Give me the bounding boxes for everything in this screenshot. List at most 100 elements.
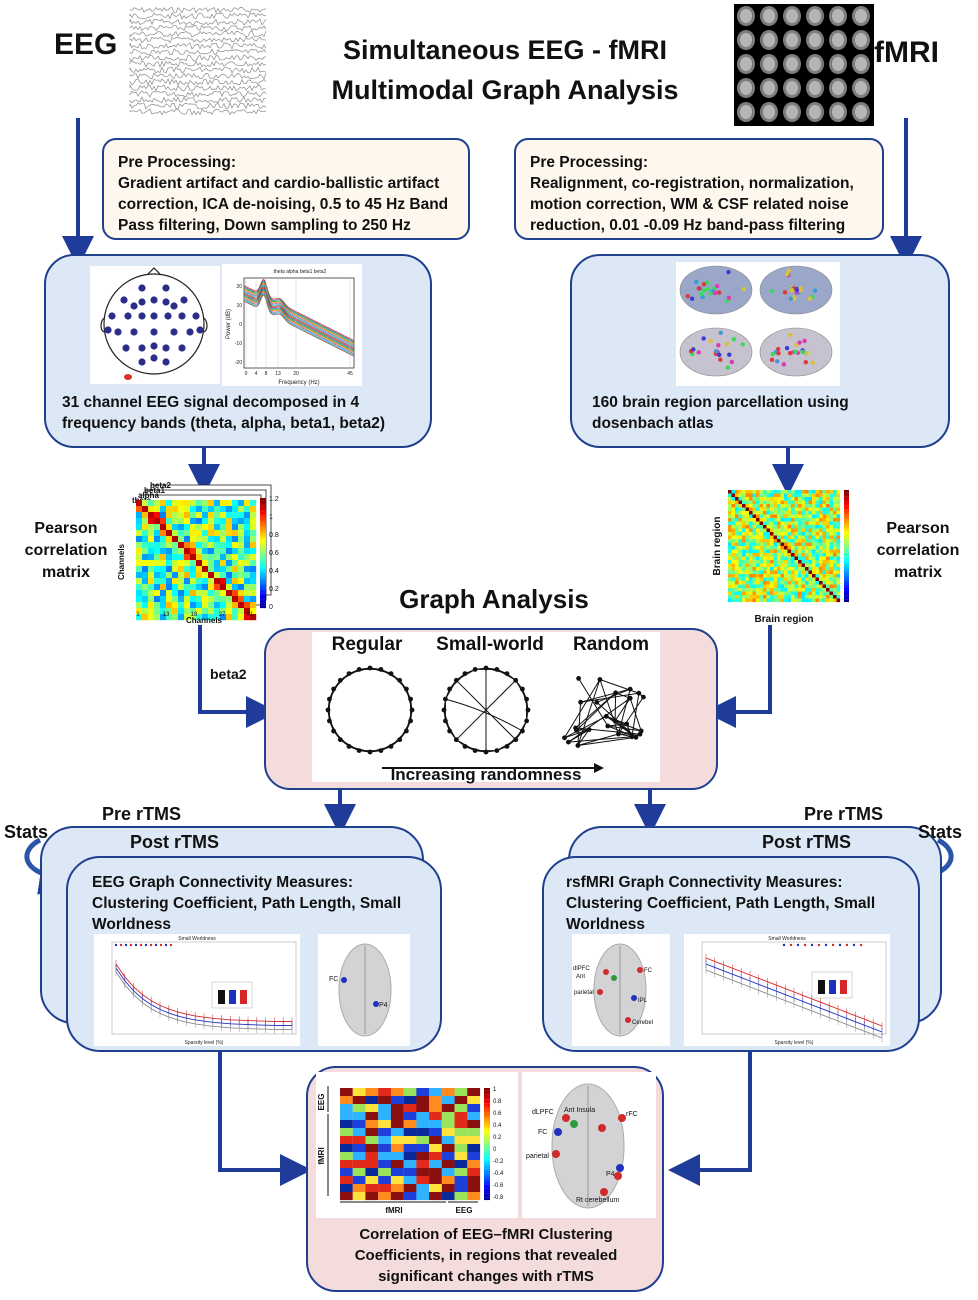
fmri-parcellation-image — [676, 262, 840, 386]
svg-text:0: 0 — [269, 604, 273, 611]
fmri-brain-label-ant: Ant — [576, 974, 585, 980]
fmri-brain-topview: dlPFC Ant FC parietal IPL Cerebel — [572, 934, 670, 1046]
eeg-matrix-ylabel: Channels — [117, 543, 126, 580]
fmri-signal-caption: 160 brain region parcellation using dose… — [592, 394, 849, 432]
network-label-small-world: Small-world — [436, 634, 544, 655]
svg-text:0.6: 0.6 — [269, 550, 279, 557]
fmri-stats-label: Stats — [918, 822, 963, 842]
eeg-plot-xlabel: Sparsity level (%) — [185, 1040, 224, 1046]
network-diagrams — [325, 665, 646, 773]
svg-text:31: 31 — [247, 612, 254, 618]
svg-text:-0.6: -0.6 — [493, 1183, 504, 1189]
eeg-preprocessing-box: Pre Processing: Gradient artifact and ca… — [102, 138, 470, 240]
eeg-small-world-plot: Small Worldness Sparsity level (%) — [94, 934, 300, 1046]
fmri-preprocessing-text: Realignment, co-registration, normalizat… — [530, 175, 854, 234]
corr-brain-label-rt-cerebellum: Rt cerebellum — [576, 1197, 619, 1204]
svg-text:4: 4 — [255, 371, 258, 377]
page-title: Simultaneous EEG - fMRI Multimodal Graph… — [300, 30, 710, 110]
svg-text:beta1: beta1 — [144, 486, 165, 495]
corr-brain-label-dlpfc: dLPFC — [532, 1109, 554, 1116]
svg-text:0.8: 0.8 — [269, 532, 279, 539]
svg-text:-10: -10 — [235, 341, 242, 347]
title-line-2: Multimodal Graph Analysis — [331, 75, 679, 105]
svg-text:27: 27 — [219, 612, 226, 618]
svg-text:20: 20 — [236, 284, 242, 290]
corr-brain-label-parietal: parietal — [526, 1153, 549, 1160]
svg-text:-0.8: -0.8 — [493, 1195, 504, 1201]
svg-text:20: 20 — [293, 371, 299, 377]
title-line-1: Simultaneous EEG - fMRI — [342, 35, 668, 65]
fmri-matrix-label: Pearson correlation matrix — [876, 520, 960, 581]
svg-text:13: 13 — [275, 371, 281, 377]
eeg-brain-topview: FC P4 — [318, 934, 410, 1046]
eeg-pre-rtms-label: Pre rTMS — [102, 804, 182, 824]
eeg-stats-label: Stats — [4, 822, 49, 842]
spectrum-xlabel: Frequency (Hz) — [278, 380, 319, 386]
eeg-results-caption: EEG Graph Connectivity Measures: Cluster… — [92, 874, 402, 933]
randomness-label: Increasing randomness — [390, 765, 582, 784]
corr-brain-label-ant-insula: Ant Insula — [564, 1107, 595, 1114]
svg-text:0.4: 0.4 — [269, 568, 279, 575]
svg-text:-0.4: -0.4 — [493, 1171, 504, 1177]
eeg-post-rtms-label: Post rTMS — [130, 832, 220, 852]
eeg-label: EEG — [54, 28, 118, 61]
graph-analysis-title: Graph Analysis — [399, 584, 589, 614]
fmri-brain-label-cerebel: Cerebel — [632, 1020, 653, 1026]
svg-text:beta2: beta2 — [150, 481, 171, 490]
fmri-brain-label-parietal: parietal — [574, 990, 594, 996]
fmri-brain-label-dlpfc: dlPFC — [573, 966, 590, 972]
fmri-preprocessing-heading: Pre Processing: — [530, 154, 649, 171]
eeg-fmri-correlation-matrix: 10.80.60.40.20-0.2-0.4-0.6-0.8 EEG fMRI … — [316, 1072, 518, 1218]
svg-text:0: 0 — [245, 371, 248, 377]
eeg-brain-label-fc: FC — [329, 976, 338, 983]
svg-text:13: 13 — [163, 612, 170, 618]
svg-text:0.4: 0.4 — [493, 1123, 502, 1129]
eeg-spectrum-plot: theta alpha beta1 beta2 Power (dB) Frequ… — [222, 264, 362, 386]
corr-brain-label-rfc: rFC — [626, 1111, 638, 1118]
eeg-scalp-map — [90, 266, 220, 384]
corr-brain-label-p4: P4 — [606, 1171, 615, 1178]
eeg-correlation-matrix: beta2beta1alphatheta 1.210.80.60.40.20 1… — [117, 481, 279, 625]
svg-text:-20: -20 — [235, 360, 242, 366]
eeg-trace-image — [129, 6, 267, 116]
eeg-matrix-label: Pearson correlation matrix — [24, 520, 108, 581]
corr-brain-label-fc: FC — [538, 1129, 547, 1136]
eeg-preprocessing-text: Gradient artifact and cardio-ballistic a… — [118, 175, 449, 234]
corr-col-label-eeg: EEG — [456, 1206, 473, 1215]
svg-text:0.2: 0.2 — [269, 586, 279, 593]
spectrum-title: theta alpha beta1 beta2 — [274, 269, 327, 275]
svg-text:1.2: 1.2 — [269, 496, 279, 503]
svg-text:10: 10 — [236, 303, 242, 309]
svg-text:1: 1 — [493, 1087, 497, 1093]
fmri-correlation-matrix: Brain region Brain region — [712, 490, 849, 625]
spectrum-ylabel: Power (dB) — [226, 309, 232, 339]
svg-text:8: 8 — [265, 371, 268, 377]
fmri-slices-image — [734, 4, 874, 126]
eeg-matrix-xlabel: Channels — [186, 616, 223, 625]
svg-text:1: 1 — [269, 514, 273, 521]
network-label-random: Random — [573, 634, 649, 655]
fmri-plot-title: Small Worldness — [768, 936, 806, 942]
svg-text:alpha: alpha — [138, 491, 159, 500]
fmri-pre-rtms-label: Pre rTMS — [804, 804, 884, 824]
fmri-matrix-ylabel: Brain region — [712, 517, 723, 576]
fmri-brain-label-ipl: IPL — [638, 998, 648, 1004]
network-label-regular: Regular — [331, 634, 403, 655]
svg-text:0.2: 0.2 — [493, 1135, 502, 1141]
eeg-plot-title: Small Worldness — [178, 936, 216, 942]
correlation-brain-topview: dLPFC Ant Insula rFC FC parietal P4 Rt c… — [522, 1072, 656, 1218]
svg-text:0.6: 0.6 — [493, 1111, 502, 1117]
eeg-preprocessing-heading: Pre Processing: — [118, 154, 237, 171]
svg-text:-0.2: -0.2 — [493, 1159, 504, 1165]
svg-text:18: 18 — [191, 612, 198, 618]
svg-text:0: 0 — [239, 322, 242, 328]
fmri-brain-label-fc: FC — [644, 968, 653, 974]
correlation-caption: Correlation of EEG–fMRI Clustering Coeff… — [354, 1226, 618, 1285]
corr-row-label-fmri: fMRI — [317, 1147, 326, 1164]
corr-row-label-eeg: EEG — [317, 1094, 326, 1111]
fmri-post-rtms-label: Post rTMS — [762, 832, 852, 852]
eeg-brain-label-p4: P4 — [379, 1002, 388, 1009]
band-label: beta2 — [210, 666, 247, 682]
fmri-small-world-plot: Small Worldness Sparsity level (%) — [684, 934, 890, 1046]
